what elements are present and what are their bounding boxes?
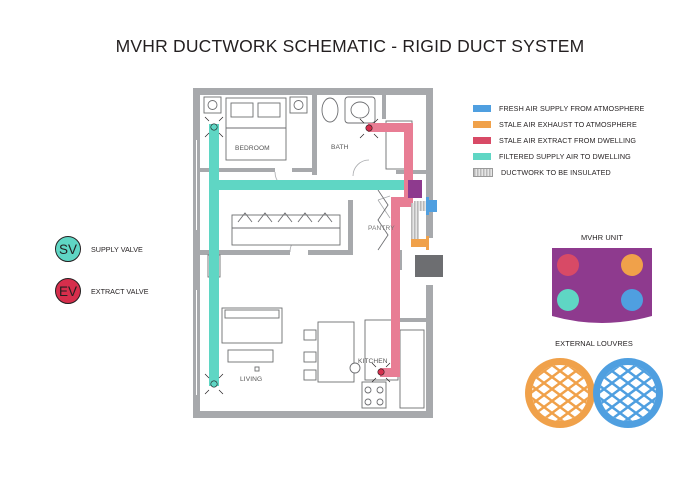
fresh-air-duct xyxy=(428,200,437,212)
legend-item-insulated: DUCTWORK TO BE INSULATED xyxy=(473,164,644,180)
mvhr-port-supply xyxy=(557,289,579,311)
legend-swatch xyxy=(473,136,491,144)
mvhr-unit-plan xyxy=(408,180,422,198)
supply-valve-label: SUPPLY VALVE xyxy=(91,244,143,254)
fresh-air-louvre xyxy=(593,358,663,428)
legend-item-extract: STALE AIR EXTRACT FROM DWELLING xyxy=(473,132,644,148)
mvhr-unit-label: MVHR UNIT xyxy=(581,233,623,242)
mvhr-port-extract xyxy=(557,254,579,276)
diagram-title: MVHR DUCTWORK SCHEMATIC - RIGID DUCT SYS… xyxy=(115,36,585,56)
extract-valve-icon: EV xyxy=(55,278,81,304)
mvhr-port-exhaust xyxy=(621,254,643,276)
extract-valve-label: EXTRACT VALVE xyxy=(91,286,149,296)
supply-valve-icon: SV xyxy=(55,236,81,262)
exhaust-louvre xyxy=(525,358,595,428)
supply-valve-key: SV SUPPLY VALVE xyxy=(55,236,143,262)
room-label-living: LIVING xyxy=(240,376,263,383)
exhaust-duct xyxy=(411,239,429,247)
legend-swatch xyxy=(473,120,491,128)
legend-item-exhaust: STALE AIR EXHAUST TO ATMOSPHERE xyxy=(473,116,644,132)
extract-valve-key: EV EXTRACT VALVE xyxy=(55,278,149,304)
legend-label: STALE AIR EXTRACT FROM DWELLING xyxy=(499,135,637,145)
extract-duct-kitchen xyxy=(391,197,400,377)
room-label-bath: BATH xyxy=(331,144,349,151)
room-label-pantry: PANTRY xyxy=(368,225,395,232)
plan-valves xyxy=(204,116,391,395)
room-label-kitchen: KITCHEN xyxy=(358,358,388,365)
exterior-walls xyxy=(193,88,443,418)
legend-label: DUCTWORK TO BE INSULATED xyxy=(501,167,611,177)
supply-duct-horizontal xyxy=(209,180,416,190)
louvres-label: EXTERNAL LOUVRES xyxy=(555,339,633,348)
legend-label: FILTERED SUPPLY AIR TO DWELLING xyxy=(499,151,631,161)
legend-swatch xyxy=(473,104,491,112)
legend-label: STALE AIR EXHAUST TO ATMOSPHERE xyxy=(499,119,637,129)
legend-item-filtered-supply: FILTERED SUPPLY AIR TO DWELLING xyxy=(473,148,644,164)
legend-label: FRESH AIR SUPPLY FROM ATMOSPHERE xyxy=(499,103,645,113)
mvhr-unit-detail xyxy=(552,248,652,323)
legend-swatch xyxy=(473,152,491,160)
legend: FRESH AIR SUPPLY FROM ATMOSPHERE STALE A… xyxy=(473,100,644,180)
supply-duct-vertical xyxy=(209,124,219,386)
legend-item-fresh-air: FRESH AIR SUPPLY FROM ATMOSPHERE xyxy=(473,100,644,116)
external-louvres xyxy=(525,358,663,428)
legend-swatch xyxy=(473,167,493,177)
ductwork xyxy=(209,123,437,386)
room-label-bedroom: BEDROOM xyxy=(235,145,270,152)
mvhr-port-fresh xyxy=(621,289,643,311)
extract-duct-bath xyxy=(368,123,412,132)
